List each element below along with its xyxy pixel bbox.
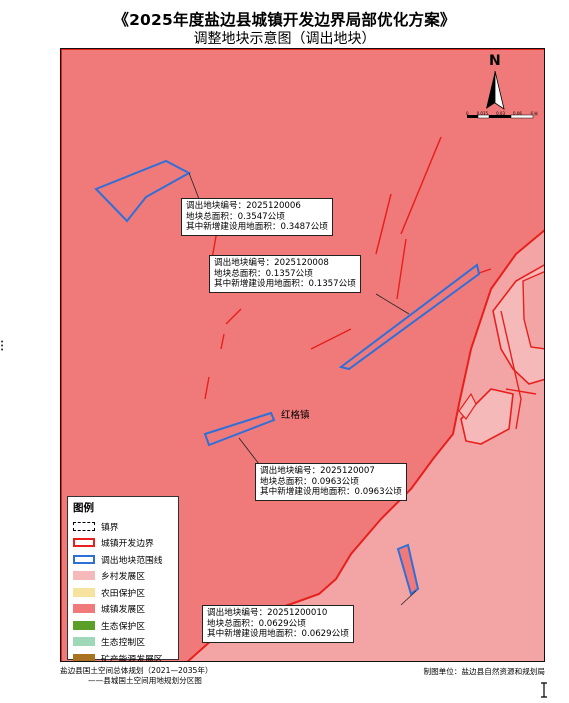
map-canvas[interactable]: N 0 0.015 0.03 0.06 千米 调出地块编号：2025120006… [60,48,545,662]
callout-4-new: 其中新增建设用地面积：0.0629公顷 [207,629,349,640]
legend-items: 镇界城镇开发边界调出地块范围线乡村发展区农田保护区城镇发展区生态保护区生态控制区… [73,518,173,662]
callout-2-id: 调出地块编号：2025120008 [214,258,329,268]
boundary-fragment-9 [500,310,522,430]
legend-swatch [73,538,95,548]
side-handle-icon[interactable]: ••• [0,338,5,354]
footer-producer: 制图单位：盐边县自然资源和规划局 [423,667,546,676]
callout-2-new: 其中新增建设用地面积：0.1357公顷 [214,279,356,290]
footer-source: 盐边县国土空间总体规划（2021—2035年） ——县城国土空间用地规划分区图 [60,666,213,686]
boundary-fragment-8 [310,328,352,350]
scale-bar [467,114,534,119]
footer-source-line1: 盐边县国土空间总体规划（2021—2035年） [60,666,213,675]
legend-label: 生态控制区 [101,638,145,649]
scale-label-3: 0.06 [513,111,522,116]
callout-1-total: 地块总面积：0.3547公顷 [186,211,285,222]
callout-parcel-2025120006: 调出地块编号：2025120006 地块总面积：0.3547公顷 其中新增建设用… [181,198,333,236]
legend-swatch [73,637,95,647]
callout-2-total: 地块总面积：0.1357公顷 [214,268,313,279]
map-subtitle: 调整地块示意图（调出地块） [193,31,376,47]
legend-label: 调出地块范围线 [101,555,163,566]
boundary-fragment-6 [220,333,225,350]
callout-3-id: 调出地块编号：2025120007 [260,466,375,476]
legend-item: 生态保护区 [73,617,173,634]
legend-item: 生态控制区 [73,634,173,651]
legend-item: 乡村发展区 [73,568,173,585]
boundary-fragment-7 [204,376,210,400]
leader-line-3 [238,437,260,465]
parcel-20251200010 [396,543,420,596]
legend-swatch [73,653,95,661]
callout-3-new: 其中新增建设用地面积：0.0963公顷 [260,487,402,498]
legend-item: 矿产能源发展区 [73,650,173,662]
boundary-fragment-1 [400,136,442,235]
legend-label: 生态保护区 [101,621,145,632]
north-arrow-icon [486,70,505,110]
callout-parcel-2025120008: 调出地块编号：2025120008 地块总面积：0.1357公顷 其中新增建设用… [209,255,361,293]
town-label: 红格镇 [281,410,310,421]
boundary-fragment-11 [505,388,537,395]
rural-enclave-2 [522,271,544,350]
callout-1-id: 调出地块编号：2025120006 [186,201,301,211]
legend-label: 农田保护区 [101,588,145,599]
leader-line-2 [375,293,410,315]
legend-swatch [73,554,95,564]
legend-swatch [73,620,95,630]
legend-swatch [73,571,95,581]
boundary-fragment-3 [396,238,407,300]
legend-title: 图例 [73,502,94,514]
parcel-2025120006 [94,159,192,223]
rural-enclave-3 [460,388,514,445]
parcel-2025120008 [338,263,481,371]
scale-label-0: 0 [466,111,469,116]
rural-enclave-4 [458,392,477,420]
legend: 图例 镇界城镇开发边界调出地块范围线乡村发展区农田保护区城镇发展区生态保护区生态… [67,496,179,662]
callout-4-id: 调出地块编号：20251200010 [207,608,328,618]
legend-swatch [73,521,95,531]
callout-parcel-2025120007: 调出地块编号：2025120007 地块总面积：0.0963公顷 其中新增建设用… [255,463,407,501]
parcel-2025120007 [203,411,276,447]
callout-4-total: 地块总面积：0.0629公顷 [207,618,306,629]
leader-line-1 [188,172,200,200]
legend-swatch [73,604,95,614]
legend-swatch [73,587,95,597]
footer-source-line2: ——县城国土空间用地规划分区图 [88,676,202,685]
map-title: 《2025年度盐边县城镇开发边界局部优化方案》 [113,11,456,29]
legend-item: 调出地块范围线 [73,551,173,568]
callout-1-new: 其中新增建设用地面积：0.3487公顷 [186,222,328,233]
legend-label: 矿产能源发展区 [101,654,163,662]
legend-label: 城镇开发边界 [101,539,154,550]
text-cursor-icon [541,682,547,698]
leader-line-4 [400,590,417,606]
callout-parcel-20251200010: 调出地块编号：20251200010 地块总面积：0.0629公顷 其中新增建设… [202,605,354,643]
legend-item: 农田保护区 [73,584,173,601]
boundary-fragment-2 [375,193,392,255]
north-letter: N [489,53,501,69]
legend-label: 镇界 [101,522,119,533]
scale-label-2: 0.03 [496,111,505,116]
legend-label: 乡村发展区 [101,572,145,583]
boundary-fragment-5 [225,308,242,325]
legend-item: 城镇开发边界 [73,535,173,552]
legend-item: 镇界 [73,518,173,535]
scale-label-1: 0.015 [476,111,489,116]
legend-label: 城镇发展区 [101,605,145,616]
legend-item: 城镇发展区 [73,601,173,618]
scale-unit: 千米 [530,111,538,116]
callout-3-total: 地块总面积：0.0963公顷 [260,476,359,487]
north-arrow: N 0 0.015 0.03 0.06 千米 [461,53,541,125]
